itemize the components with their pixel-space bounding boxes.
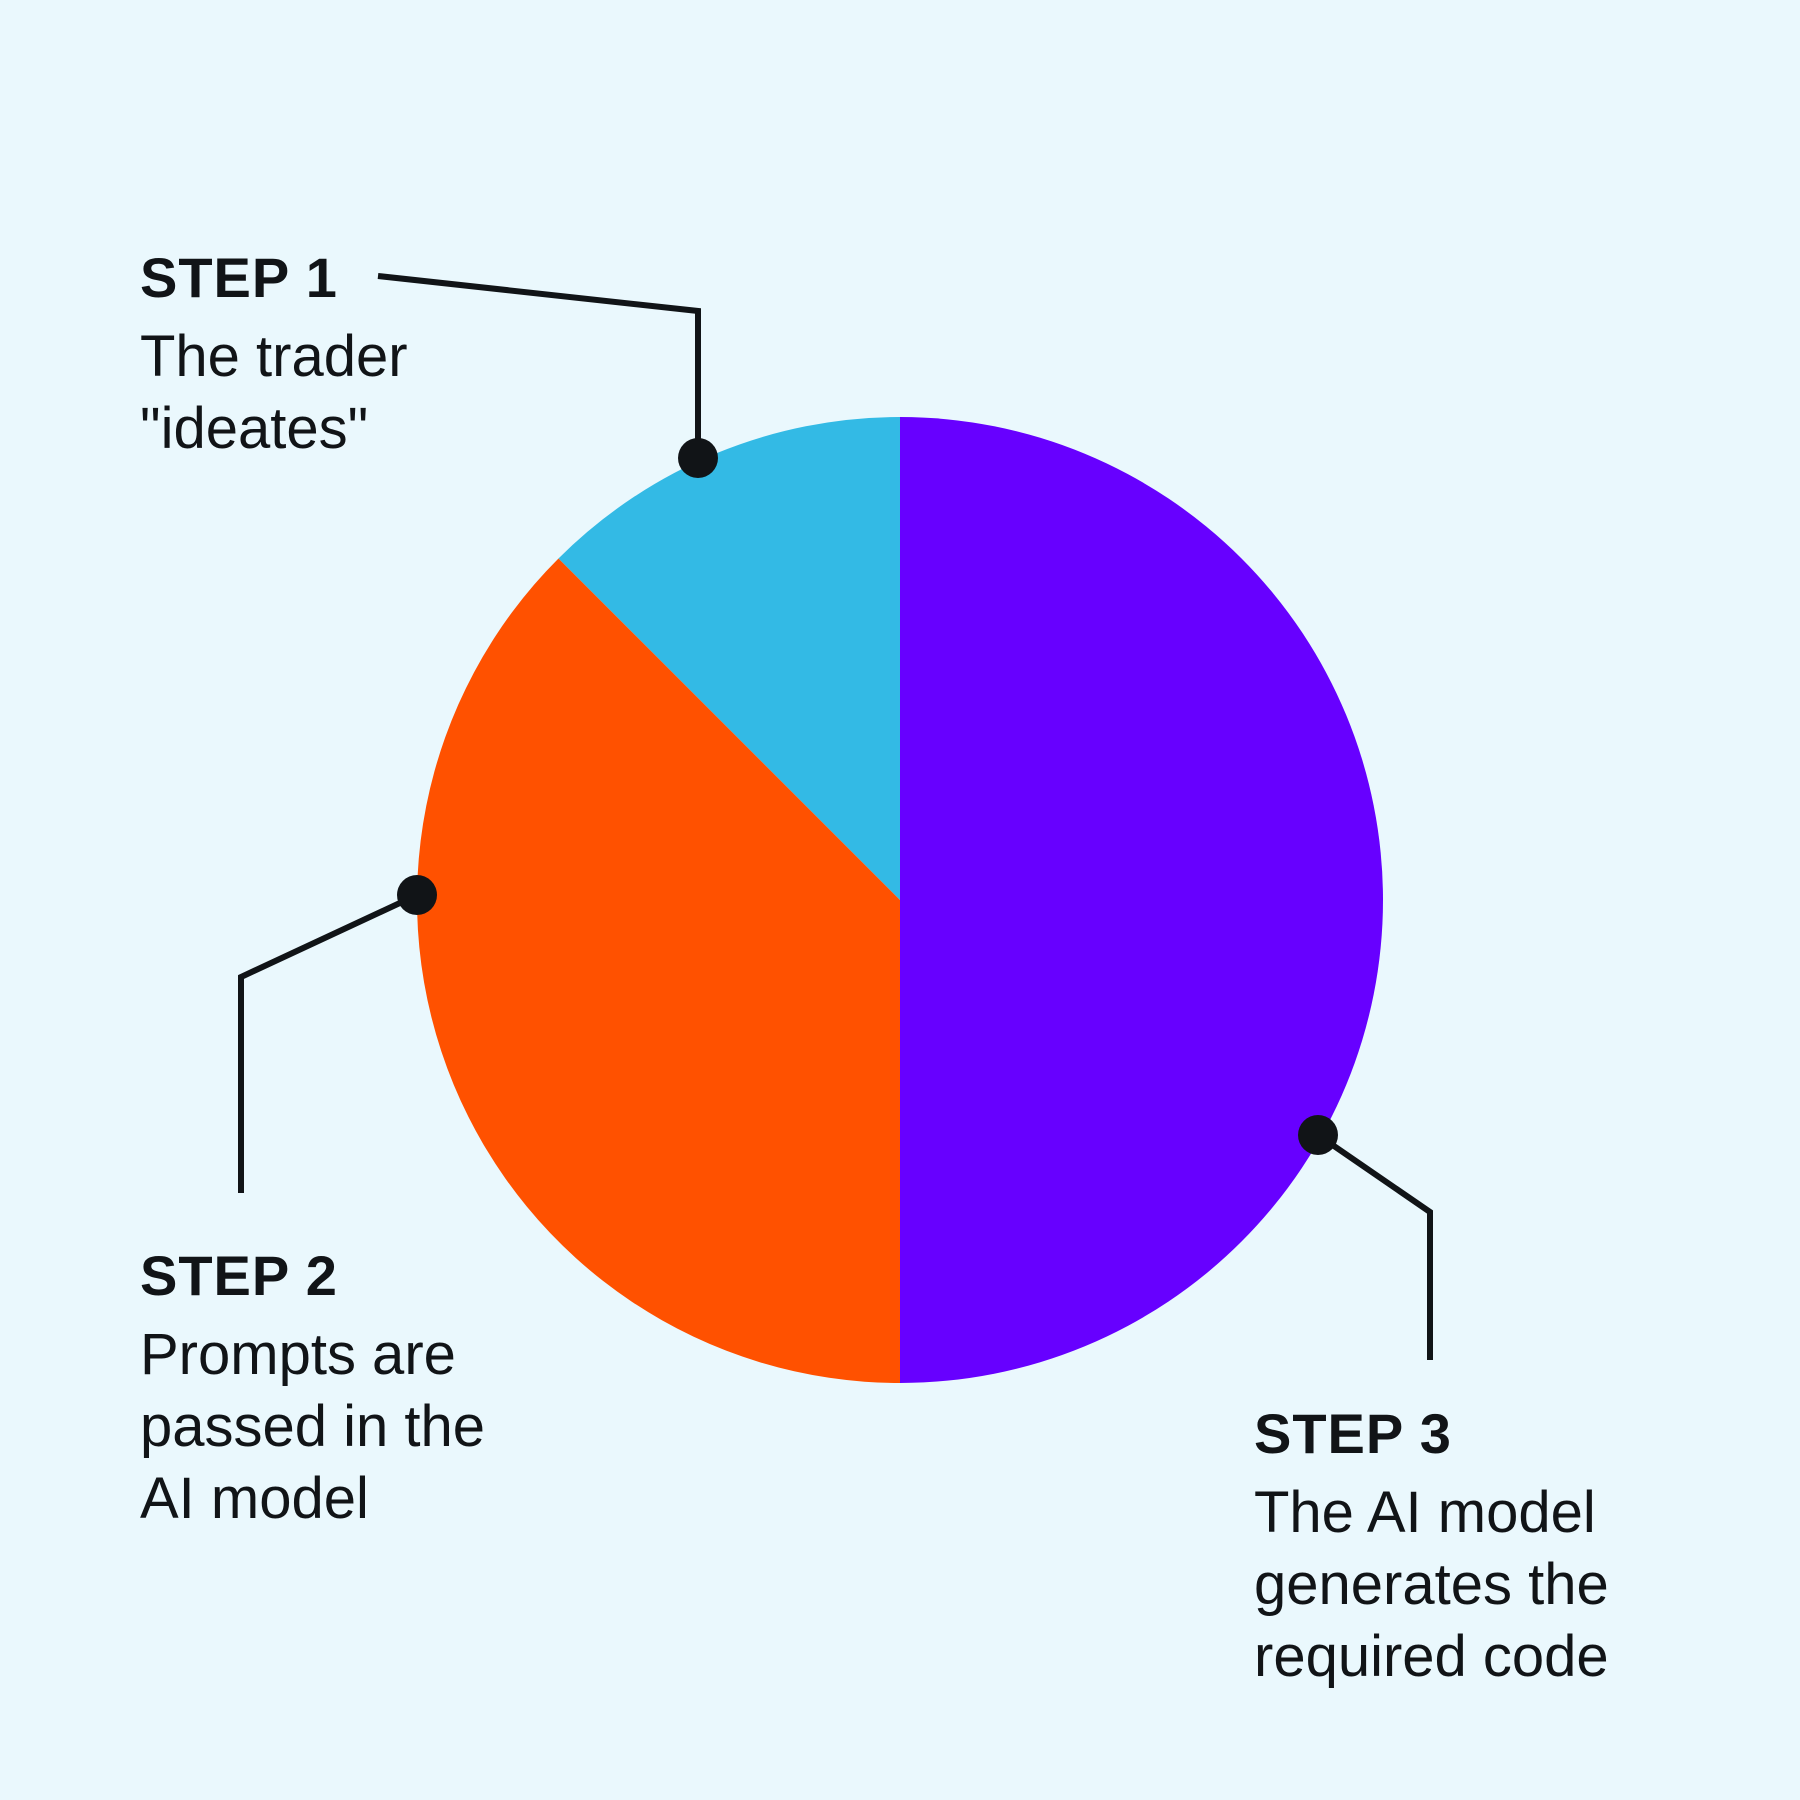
step-2-text-line-1: Prompts are [140,1322,456,1387]
leader-dot-step-3 [1298,1115,1338,1155]
leader-line-step-3 [1316,1132,1433,1360]
leader-dot-step-2 [397,875,437,915]
step-3-title: STEP 3 [1254,1402,1452,1465]
leader-line-step-1 [377,273,701,458]
step-2-label: STEP 2 Prompts are passed in the AI mode… [140,1248,485,1535]
step-1-text-line-2: "ideates" [140,396,369,461]
step-2-title: STEP 2 [140,1244,338,1307]
step-3-text-line-2: generates the [1254,1552,1609,1617]
step-1-label: STEP 1 The trader "ideates" [140,250,408,465]
leader-dot-step-1 [678,438,718,478]
leader-line-step-2 [238,892,419,1193]
pie-slice-step-1 [558,417,900,900]
step-1-title: STEP 1 [140,246,338,309]
step-3-label: STEP 3 The AI model generates the requir… [1254,1406,1609,1693]
pie-slice-step-3 [900,417,1383,1383]
step-2-text-line-2: passed in the [140,1394,486,1459]
step-3-text-line-3: required code [1254,1624,1609,1689]
leader-lines [238,273,1433,1360]
step-2-text-line-3: AI model [140,1466,369,1531]
step-3-text-line-1: The AI model [1254,1480,1596,1545]
pie-slices [416,417,1383,1383]
step-1-text-line-1: The trader [140,324,408,389]
pie-slice-step-2 [416,558,900,1383]
